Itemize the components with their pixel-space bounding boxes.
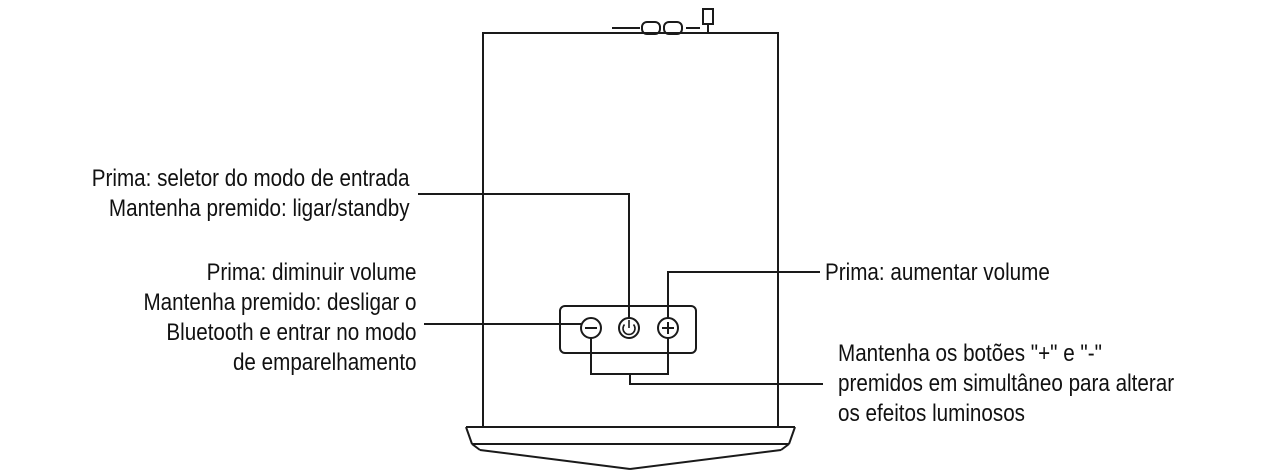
leader-line-volume-up: [667, 271, 820, 318]
leader-line-combo: [629, 374, 823, 385]
callout-power-line1: Prima: seletor do modo de entrada: [92, 165, 410, 192]
callout-combo-line1: Mantenha os botões "+" e "-": [838, 340, 1102, 367]
plus-button[interactable]: [657, 317, 679, 339]
callout-combo-line3: os efeitos luminosos: [838, 400, 1026, 427]
callout-combo-line2: premidos em simultâneo para alterar: [838, 370, 1175, 397]
top-connectors: [570, 8, 714, 35]
callout-volume-up-line1: Prima: aumentar volume: [825, 259, 1050, 286]
callout-volume-down-line4: de emparelhamento: [233, 349, 417, 376]
leader-line-combo-bracket: [590, 338, 669, 375]
power-button[interactable]: [618, 317, 640, 339]
minus-button[interactable]: [580, 317, 602, 339]
callout-volume-up: Prima: aumentar volume: [825, 258, 1050, 288]
speaker-base: [465, 426, 796, 470]
speaker-body: [482, 32, 779, 428]
callout-volume-down: Prima: diminuir volume Mantenha premido:…: [144, 258, 417, 378]
leader-line-power: [418, 193, 630, 318]
callout-power: Prima: seletor do modo de entrada Manten…: [92, 164, 410, 224]
callout-volume-down-line3: Bluetooth e entrar no modo: [166, 319, 417, 346]
callout-volume-down-line1: Prima: diminuir volume: [207, 259, 417, 286]
callout-volume-down-line2: Mantenha premido: desligar o: [143, 289, 417, 316]
callout-power-line2: Mantenha premido: ligar/standby: [109, 195, 410, 222]
callout-combo: Mantenha os botões "+" e "-" premidos em…: [838, 339, 1174, 429]
